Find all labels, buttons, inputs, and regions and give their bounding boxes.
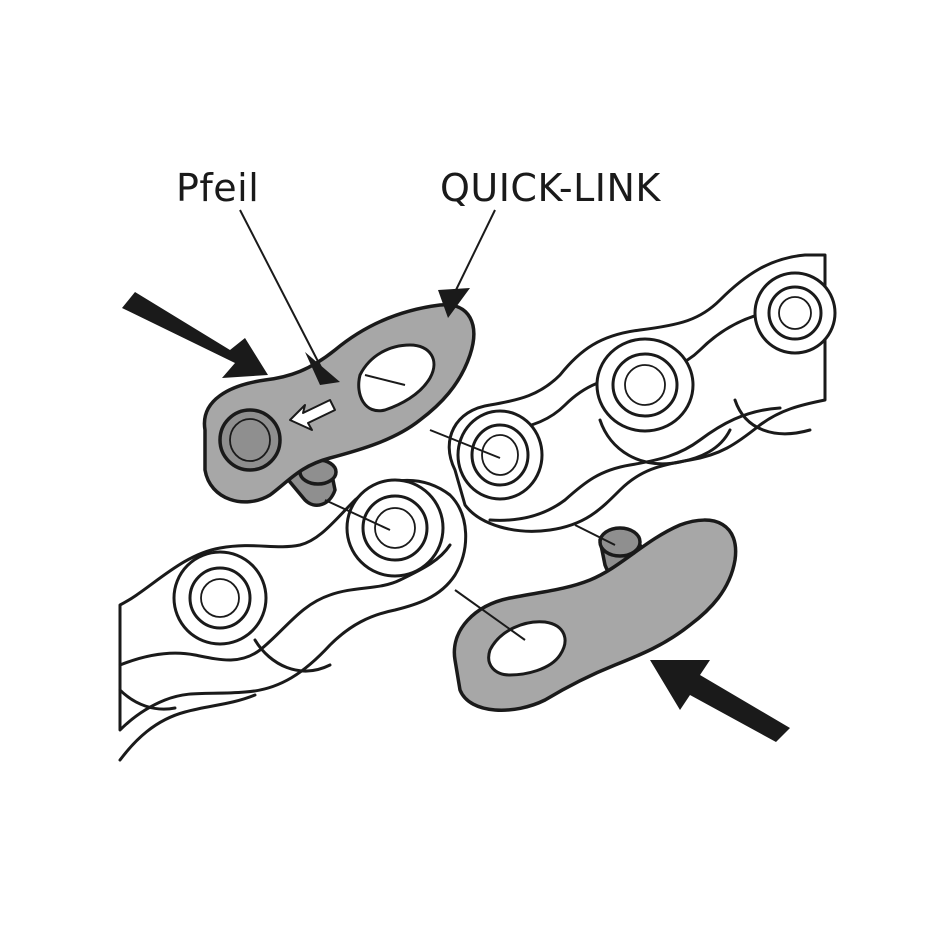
pfeil-label: Pfeil	[176, 166, 260, 210]
press-arrow-right-icon	[650, 660, 790, 742]
lower-chain-strand	[118, 478, 468, 762]
guide-lines	[239, 209, 616, 641]
quicklink-pointer-arrowhead	[438, 288, 470, 318]
quicklink-upper-plate	[202, 303, 476, 507]
upper-chain-strand	[447, 253, 837, 533]
quicklink-label: QUICK-LINK	[440, 166, 661, 210]
pfeil-pointer-arrowhead	[305, 352, 340, 385]
quicklink-lower-plate	[452, 518, 738, 712]
press-arrow-left-icon	[122, 292, 268, 378]
direction-arrow-icon	[289, 399, 336, 431]
